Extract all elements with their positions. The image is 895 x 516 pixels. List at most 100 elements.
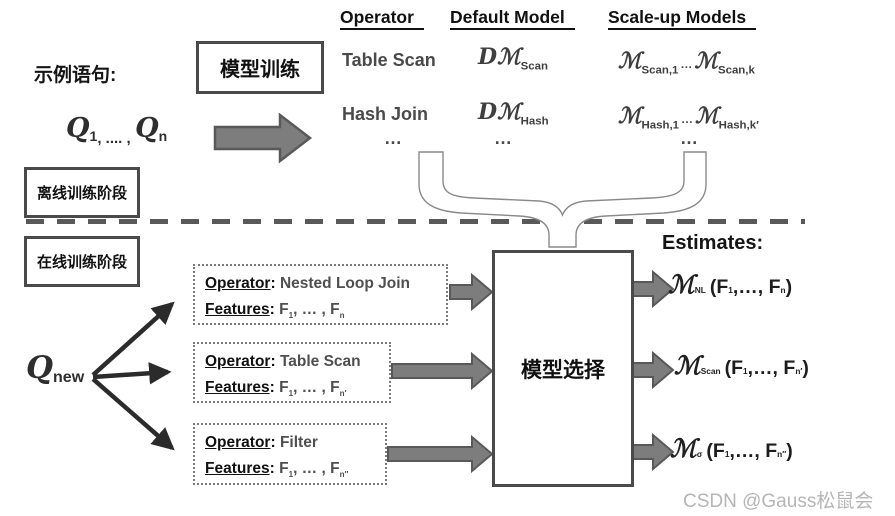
script-q2: Q — [135, 113, 159, 144]
online-phase-label: 在线训练阶段 — [36, 254, 127, 271]
q2-subscript: n — [158, 128, 168, 145]
feature-symbol: F — [279, 460, 289, 477]
colon: : — [269, 301, 275, 318]
script-q-new: Q — [26, 350, 54, 386]
feature-middle: , … , F — [293, 379, 340, 396]
script-m: ℳ — [497, 99, 521, 125]
operator-line: Operator: Table Scan — [205, 349, 389, 375]
model-subscript: NL — [694, 285, 706, 295]
input-arrow-1-icon — [449, 272, 494, 312]
default-model-column-ellipsis: … — [494, 128, 512, 148]
output-arrow-3-icon — [628, 432, 675, 472]
model-subscript: Hash,1 — [641, 119, 680, 132]
online-phase-box: 在线训练阶段 — [24, 236, 140, 287]
feature-subscript: n′ — [339, 389, 347, 399]
operator-line: Operator: Filter — [205, 430, 385, 456]
colon: : — [269, 379, 275, 396]
features-label: Features — [205, 301, 270, 318]
q1-subscript: 1 — [89, 128, 98, 145]
default-model-term: DℳScan — [478, 44, 548, 72]
model-subscript: Scan — [700, 366, 721, 376]
args-middle: ,…, F — [729, 440, 778, 462]
args-subscript: 1 — [724, 449, 730, 459]
model-subscript: Scan,1 — [641, 64, 679, 77]
operator-column-ellipsis: … — [384, 128, 402, 148]
q-new-subscript: new — [53, 369, 85, 387]
features-line: Features: F1, … , Fn″ — [205, 456, 385, 488]
script-m: ℳ — [618, 103, 642, 129]
colon: : — [270, 434, 276, 451]
operator-feature-box-2: Operator: Table Scan Features: F1, … , F… — [193, 342, 391, 403]
feature-subscript: 1 — [288, 311, 294, 321]
fan-arrow-middle — [92, 362, 172, 385]
args-close: ) — [786, 440, 793, 462]
args-close: ) — [785, 276, 793, 298]
training-queries-expression: Q1, .... , Qn — [66, 113, 167, 147]
args-subscript: 1 — [743, 366, 748, 376]
offline-phase-label: 离线训练阶段 — [36, 185, 127, 202]
feature-subscript: 1 — [288, 470, 294, 480]
args-middle: ,…, F — [732, 276, 781, 298]
features-line: Features: F1, … , Fn′ — [205, 375, 389, 407]
args-open: (F — [706, 440, 725, 462]
gather-brace — [418, 151, 707, 248]
fan-arrow-bottom — [91, 377, 175, 451]
args-subscript: 1 — [728, 285, 733, 295]
operator-label: Operator — [205, 275, 271, 292]
args-subscript: n″ — [777, 449, 787, 459]
args-open: (F — [709, 276, 729, 298]
offline-flow-arrow-icon — [213, 112, 313, 164]
features-line: Features: F1, … , Fn — [205, 297, 446, 329]
queries-separator: , .... , — [97, 130, 131, 147]
script-m: ℳ — [668, 270, 695, 299]
output-arrow-1-icon — [628, 269, 675, 309]
operator-line: Operator: Nested Loop Join — [205, 271, 446, 297]
fan-arrow-top — [91, 301, 175, 377]
args-middle: ,…, F — [747, 357, 796, 379]
model-training-box: 模型训练 — [196, 41, 324, 94]
model-training-label: 模型训练 — [220, 59, 300, 81]
script-m: ℳ — [674, 351, 701, 380]
script-m: ℳ — [497, 44, 521, 70]
operator-value: Table Scan — [279, 353, 361, 370]
model-subscript: σ — [696, 449, 703, 459]
args-open: (F — [724, 357, 744, 379]
feature-subscript: n — [339, 311, 345, 321]
operator-label: Operator — [205, 353, 271, 370]
scale-up-column-ellipsis: … — [680, 128, 698, 148]
scale-up-models-term: ℳHash,1…ℳHash,k′ — [618, 103, 759, 131]
scale-up-models-header: Scale-up Models — [608, 7, 757, 30]
new-query-expression: Qnew — [26, 350, 84, 387]
ellipsis-dots: … — [681, 112, 694, 126]
phase-divider-dashed-line — [26, 219, 805, 224]
input-arrow-3-icon — [387, 434, 494, 474]
colon: : — [270, 353, 276, 370]
output-arrow-2-icon — [628, 350, 675, 390]
example-statements-label: 示例语句: — [34, 65, 117, 86]
script-d: D — [478, 44, 498, 70]
input-arrow-2-icon — [391, 351, 494, 391]
model-subscript: Scan,k — [717, 64, 755, 77]
estimates-label: Estimates: — [662, 232, 764, 254]
operator-value: Nested Loop Join — [279, 275, 410, 292]
script-m: ℳ — [670, 434, 697, 463]
script-d: D — [478, 99, 498, 125]
model-subscript: Hash,k′ — [718, 119, 759, 132]
model-subscript: Hash — [520, 115, 549, 128]
model-subscript: Scan — [520, 60, 548, 73]
feature-symbol: F — [279, 379, 289, 396]
feature-subscript: n″ — [339, 470, 349, 480]
script-m: ℳ — [695, 103, 719, 129]
feature-symbol: F — [279, 301, 289, 318]
script-q1: Q — [66, 113, 90, 144]
watermark: CSDN @Gauss松鼠会 — [683, 491, 874, 512]
operator-header: Operator — [340, 7, 424, 30]
model-selection-box: 模型选择 — [492, 250, 634, 487]
default-model-header: Default Model — [450, 7, 575, 30]
colon: : — [270, 275, 276, 292]
feature-middle: , … , F — [293, 460, 340, 477]
operator-value: Filter — [279, 434, 318, 451]
